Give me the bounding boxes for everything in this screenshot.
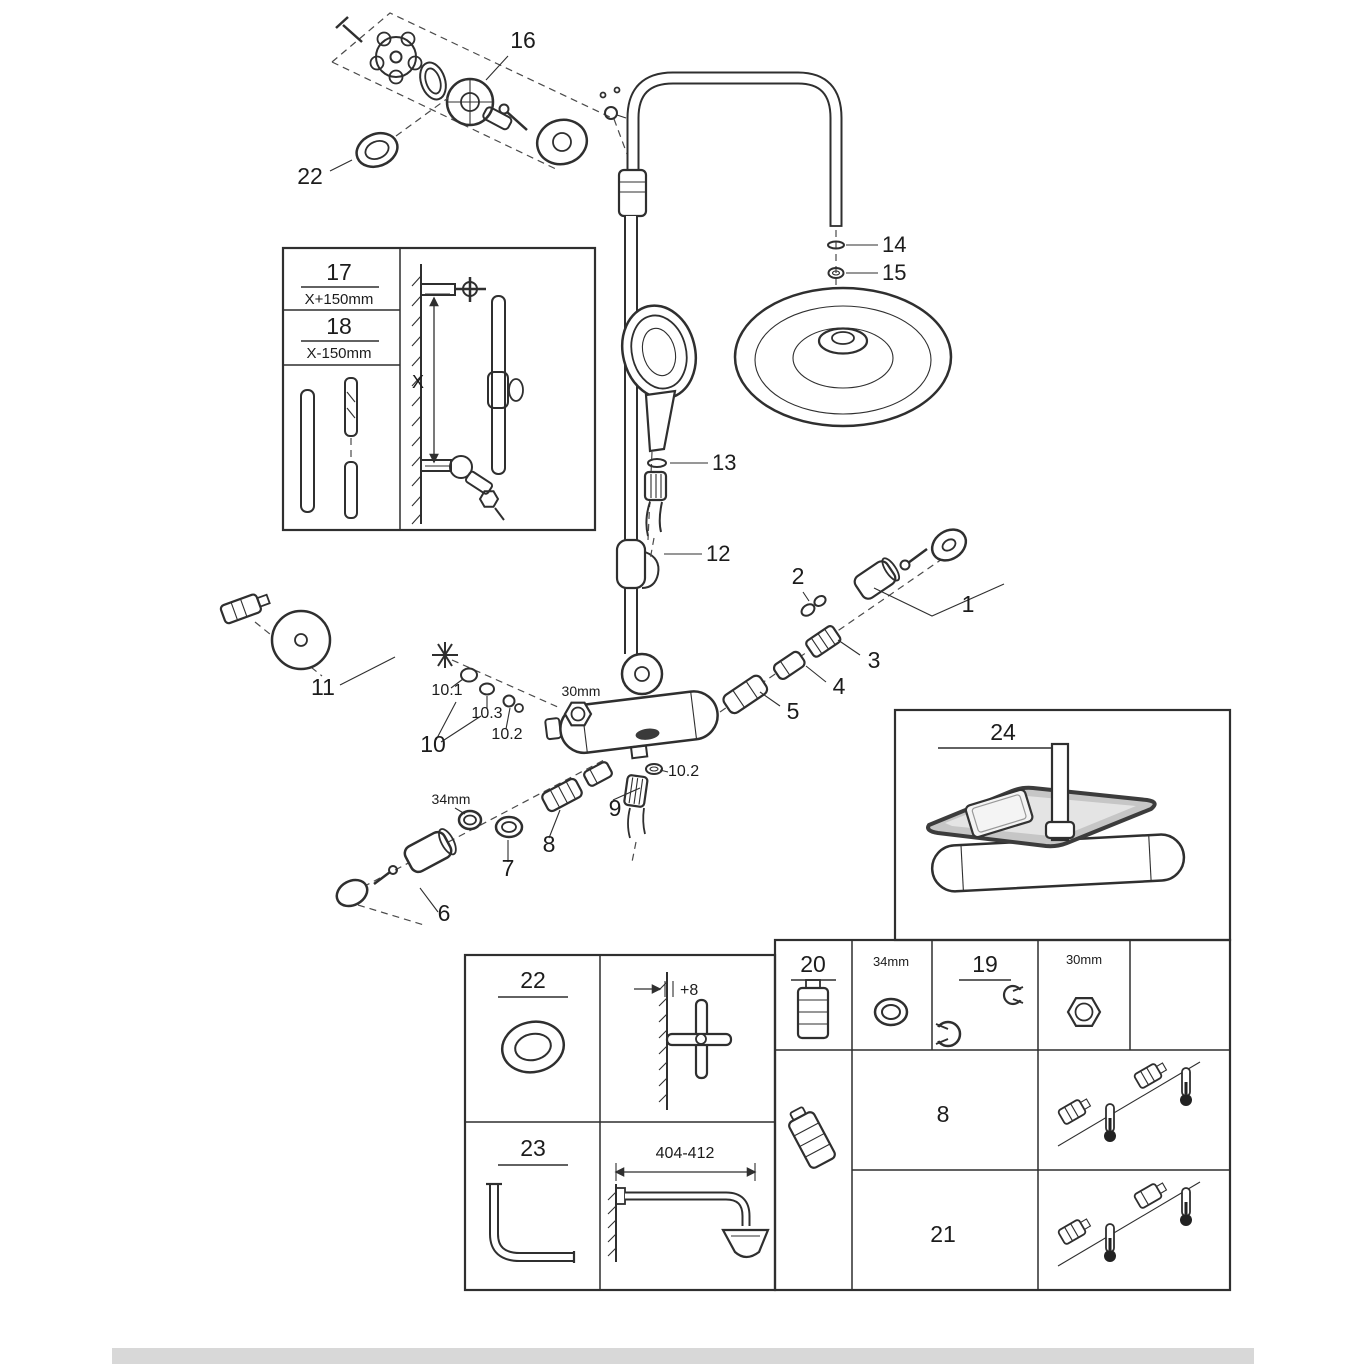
inset-dim-x: X: [412, 372, 424, 392]
inset-callout-24: 24: [990, 719, 1016, 745]
phone-on-shelf: [964, 788, 1034, 839]
inset-dim-plus8: +8: [680, 982, 698, 999]
callout-13: 13: [712, 450, 736, 475]
callout-labels: 16 22 14 15 13 12 1 2 3 4 5 11 10.1 10.3…: [297, 27, 1102, 1247]
thermostat-mixer: [544, 652, 719, 760]
inset-lower-right: [773, 938, 1232, 1292]
thermometer-icon: [1104, 1223, 1116, 1262]
callout-4: 4: [833, 673, 846, 699]
inset-callout-22: 22: [520, 967, 546, 993]
inset-callout-8: 8: [937, 1101, 950, 1127]
wrench-icon: [933, 984, 1026, 1048]
rosette-ring-22: [329, 97, 449, 172]
callout-9: 9: [609, 795, 622, 821]
thermometer-icon: [1180, 1067, 1192, 1106]
inset-lower-left: [463, 953, 777, 1292]
callout-22: 22: [297, 163, 323, 189]
inset-callout-17: 17: [326, 259, 352, 285]
dim-34mm: 34mm: [432, 791, 471, 807]
callout-10-2b: 10.2: [668, 763, 699, 780]
inset-dim-x-minus: X-150mm: [306, 345, 371, 362]
inset-callout-18: 18: [326, 313, 352, 339]
inset-callout-19: 19: [972, 951, 998, 977]
inset-dim-x-plus: X+150mm: [305, 291, 374, 308]
callout-2: 2: [792, 563, 805, 589]
filter-cluster: [432, 642, 593, 743]
hand-shower: [621, 304, 697, 561]
callout-16: 16: [510, 27, 536, 53]
callout-15: 15: [882, 260, 906, 285]
inset-dim-30mm: 30mm: [1066, 952, 1102, 967]
inset-dim-34mm: 34mm: [873, 954, 909, 969]
wall-mount-assembly: [331, 12, 631, 171]
callout-7: 7: [502, 855, 515, 881]
thermometer-icon: [1180, 1187, 1192, 1226]
callout-10-1: 10.1: [431, 682, 462, 699]
lower-left-chain: [335, 759, 669, 926]
inset-dim-404-412: 404-412: [656, 1145, 715, 1162]
inset-callout-23: 23: [520, 1135, 546, 1161]
callout-3: 3: [868, 647, 881, 673]
callout-1: 1: [962, 591, 975, 617]
dim-30mm: 30mm: [562, 683, 601, 699]
callout-5: 5: [787, 698, 800, 724]
shower-arm: [599, 71, 843, 227]
callout-8: 8: [543, 831, 556, 857]
hose-outlet: [623, 763, 663, 863]
callout-6: 6: [438, 900, 451, 926]
thermometer-icon: [1104, 1103, 1116, 1142]
right-connection-chain: [719, 528, 1005, 715]
arm-washers: [827, 230, 845, 296]
callout-10: 10: [420, 731, 446, 757]
callout-11: 11: [311, 674, 335, 700]
inset-callout-20: 20: [800, 951, 826, 977]
footer-strip: [112, 1348, 1254, 1364]
callout-14: 14: [882, 232, 906, 257]
callout-10-2: 10.2: [491, 726, 522, 743]
left-union-rosette: [219, 593, 396, 686]
inset-rail-lengths: [281, 246, 597, 532]
gasket-ring: [500, 1020, 566, 1074]
callout-12: 12: [706, 541, 730, 566]
slider-bracket: [615, 538, 660, 590]
callout-10-3: 10.3: [471, 705, 502, 722]
inset-callout-21: 21: [930, 1221, 956, 1247]
inset-shelf-accessory: [893, 708, 1232, 942]
leader-lines: [664, 244, 878, 555]
rain-shower-head: [733, 286, 953, 428]
